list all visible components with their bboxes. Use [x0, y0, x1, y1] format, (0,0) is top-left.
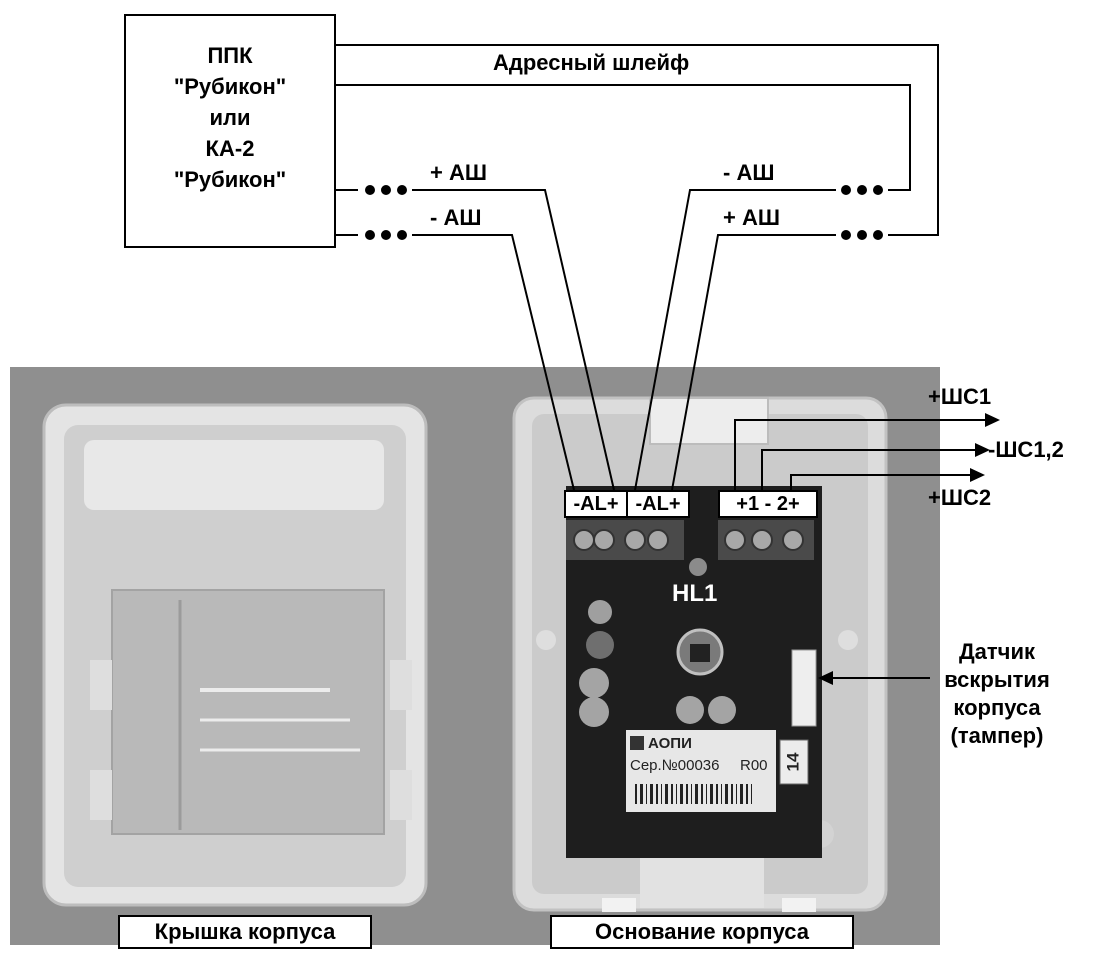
- caption-base: Основание корпуса: [550, 915, 854, 949]
- zone-arrow-lines: [734, 419, 990, 679]
- barcode: [635, 784, 752, 804]
- zone-output-z1: +ШС1: [928, 384, 992, 409]
- caption-cover: Крышка корпуса: [118, 915, 372, 949]
- arrow-heads: [818, 413, 1000, 685]
- cover-housing: [42, 403, 428, 907]
- board-maker: АОПИ: [648, 735, 692, 752]
- wire-label-right-plus: + АШ: [723, 205, 780, 230]
- board-rev: R00: [740, 757, 768, 774]
- wire-label-left-minus: - АШ: [430, 205, 482, 230]
- terminal-label-al2: -AL+: [626, 490, 690, 518]
- wire-label-right-minus: - АШ: [723, 160, 775, 185]
- controller-label: ППК "Рубикон" или КА-2 "Рубикон": [173, 43, 287, 192]
- terminal-label-al1: -AL+: [564, 490, 628, 518]
- zone-output-z2: +ШС2: [928, 485, 992, 510]
- led-label: HL1: [672, 580, 718, 607]
- wire-lines: [335, 189, 836, 491]
- wire-label-left-plus: + АШ: [430, 160, 487, 185]
- address-loop-lines: [335, 44, 939, 236]
- address-loop-label: Адресный шлейф: [493, 50, 690, 75]
- tamper-label: Датчик вскрытия корпуса (тампер): [944, 639, 1050, 748]
- pcb-board: [566, 486, 822, 858]
- board-number: 14: [783, 752, 803, 772]
- zone-output-z12: -ШС1,2: [988, 437, 1064, 462]
- ellipsis-dots: [365, 185, 883, 240]
- controller-box: [124, 14, 336, 248]
- terminal-label-zones: +1 - 2+: [718, 490, 818, 518]
- board-serial: Сер.№00036: [630, 757, 720, 774]
